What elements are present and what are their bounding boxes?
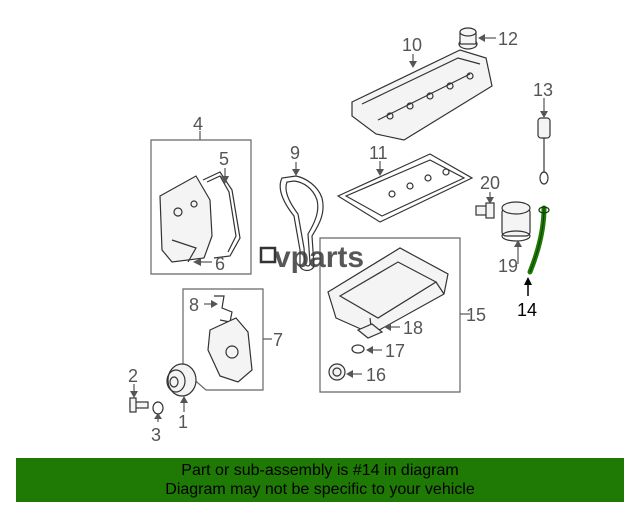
callout-11: 11	[369, 143, 388, 163]
vparts-watermark: vparts	[259, 241, 364, 274]
callout-8: 8	[189, 295, 199, 315]
valve-cover	[351, 49, 493, 141]
dipstick-tube-top	[538, 206, 550, 214]
callout-5: 5	[219, 149, 229, 169]
arrow-17	[366, 346, 373, 354]
dipstick-tube-highlighted[interactable]	[527, 205, 547, 275]
callout-6: 6	[215, 254, 225, 274]
arrow-6	[193, 258, 201, 266]
arrow-19	[514, 240, 522, 247]
valve-cover-gasket	[336, 153, 474, 223]
arrow-9	[292, 169, 300, 176]
callout-16: 16	[366, 365, 386, 385]
drain-washer	[351, 344, 365, 354]
callout-3: 3	[151, 425, 161, 445]
watermark-logo-icon	[259, 246, 277, 264]
timing-belt-cover	[159, 171, 241, 263]
oil-filler-cap	[458, 27, 478, 50]
callout-1: 1	[178, 412, 188, 432]
oil-filter	[501, 201, 531, 242]
dipstick-tube-outline	[529, 207, 545, 273]
watermark-text: vparts	[274, 241, 364, 274]
pulley-bolt	[129, 397, 149, 413]
pulley-washer	[152, 401, 164, 415]
callout-2: 2	[128, 366, 138, 386]
arrow-3	[154, 413, 162, 419]
arrow-14	[524, 277, 532, 285]
arrow-2	[130, 391, 138, 398]
banner-line-1: Part or sub-assembly is #14 in diagram	[181, 462, 459, 479]
callout-14[interactable]: 14	[517, 300, 537, 320]
bracket	[214, 295, 233, 323]
arrow-13	[540, 111, 548, 118]
info-banner: Part or sub-assembly is #14 in diagram D…	[16, 458, 624, 502]
arrow-5	[221, 176, 229, 184]
arrow-12	[478, 34, 485, 42]
drain-gasket	[356, 323, 384, 339]
arrow-11	[376, 169, 384, 176]
arrow-1	[180, 396, 188, 403]
arrow-20	[486, 197, 494, 204]
callout-13: 13	[533, 80, 553, 100]
callout-18: 18	[403, 318, 423, 338]
arrow-18	[384, 323, 391, 331]
oil-pan-group-box	[319, 237, 461, 393]
callout-19: 19	[498, 256, 518, 276]
callout-10: 10	[402, 35, 422, 55]
callout-9: 9	[290, 143, 300, 163]
arrow-16	[346, 370, 353, 378]
oil-pan	[327, 247, 449, 335]
drain-plug	[328, 363, 346, 381]
arrow-8	[211, 300, 218, 308]
lower-timing-cover	[207, 317, 253, 383]
callout-12: 12	[498, 29, 518, 49]
banner-line-2: Diagram may not be specific to your vehi…	[165, 481, 475, 498]
timing-belt	[279, 175, 324, 272]
arrow-10	[409, 61, 417, 68]
callout-4: 4	[193, 114, 203, 134]
oil-pressure-switch	[475, 202, 495, 219]
callout-17: 17	[385, 341, 405, 361]
crankshaft-pulley	[166, 363, 197, 397]
callout-7: 7	[273, 330, 283, 350]
callout-15: 15	[466, 305, 486, 325]
timing-cover-group-box	[150, 139, 252, 275]
dipstick	[537, 117, 551, 185]
callout-20: 20	[480, 173, 500, 193]
lower-cover-group-box	[182, 288, 264, 391]
